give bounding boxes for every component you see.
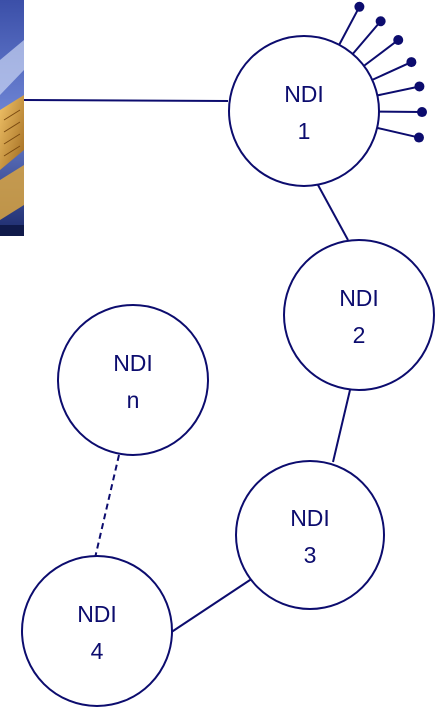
node-number: 1 (298, 118, 311, 144)
node-name: NDI (77, 601, 117, 627)
node-number: n (127, 387, 140, 413)
node-ndi-n[interactable]: NDI n (57, 304, 209, 456)
edge-ndi-4-ndi-n (94, 454, 120, 559)
node-name: NDI (284, 81, 324, 107)
node-circle (235, 460, 385, 610)
node-number: 4 (91, 638, 104, 664)
node-name: NDI (113, 350, 153, 376)
antenna-dot (414, 81, 425, 92)
antenna-line (351, 20, 382, 55)
antenna-dot (413, 132, 424, 143)
antenna-line (338, 6, 361, 46)
antenna-dot (375, 16, 386, 27)
node-name: NDI (290, 505, 330, 531)
node-ndi-4[interactable]: NDI 4 (21, 555, 173, 707)
antenna-dot (406, 57, 417, 68)
antenna-line (376, 126, 420, 139)
antenna-line (363, 39, 399, 67)
node-ndi-1[interactable]: NDI 1 (228, 35, 380, 187)
node-circle (57, 304, 209, 456)
antenna-array (338, 1, 427, 143)
edge-ndi-2-ndi-3 (332, 389, 351, 463)
edge-image-ndi-1 (23, 99, 229, 102)
node-name: NDI (339, 285, 379, 311)
edge-ndi-3-ndi-4 (169, 577, 254, 634)
node-circle (21, 555, 173, 707)
antenna-dot (393, 34, 404, 45)
antenna-line (371, 61, 412, 81)
node-ndi-2[interactable]: NDI 2 (283, 239, 435, 391)
node-circle (228, 35, 380, 187)
node-number: 3 (304, 542, 317, 568)
antenna-dot (354, 1, 365, 12)
antenna-dot (416, 107, 427, 118)
node-ndi-3[interactable]: NDI 3 (235, 460, 385, 610)
node-circle (283, 239, 435, 391)
antenna-line (377, 85, 420, 97)
node-number: 2 (353, 322, 366, 348)
edge-ndi-1-ndi-2 (317, 184, 349, 241)
satellite-photo (0, 0, 24, 236)
